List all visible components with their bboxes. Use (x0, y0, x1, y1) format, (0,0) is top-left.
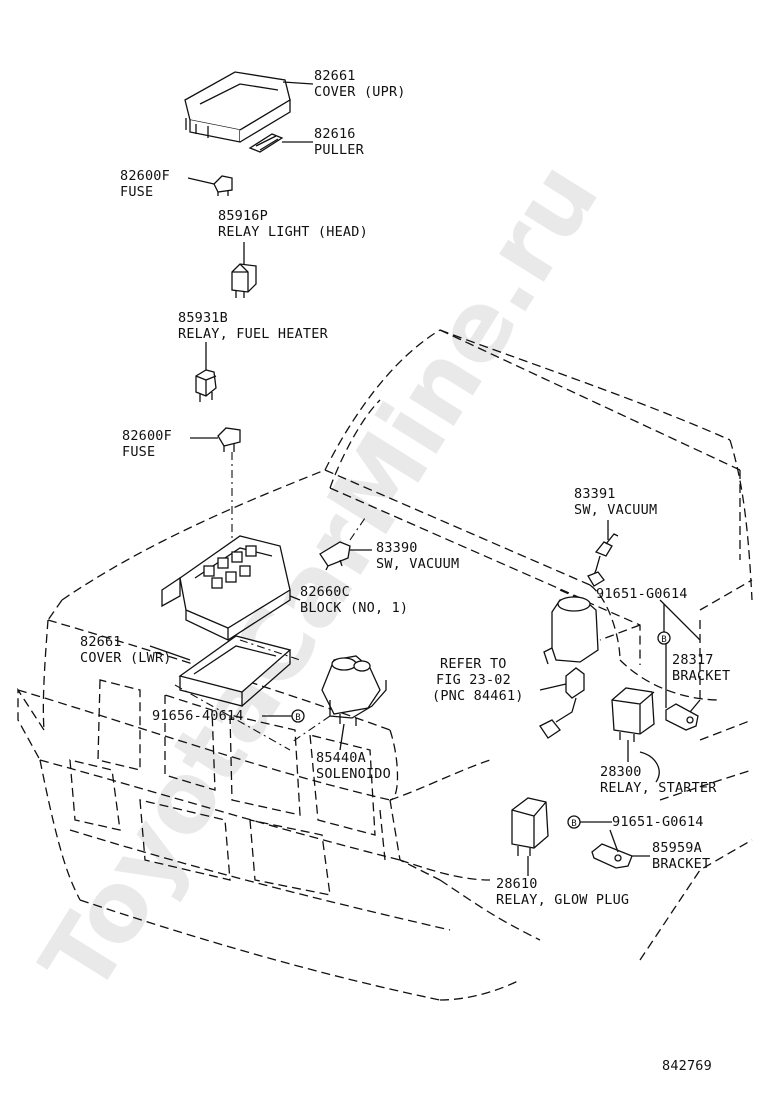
svg-text:B: B (661, 635, 667, 645)
svg-text:82661: 82661 (80, 634, 122, 650)
bolt-marker-91651-lower: B (567, 815, 581, 829)
svg-text:FIG 23-02: FIG 23-02 (436, 672, 511, 688)
label-reference: REFER TO FIG 23-02 (PNC 84461) (432, 656, 524, 704)
svg-text:BRACKET: BRACKET (652, 856, 710, 872)
relay-starter-drawing (611, 687, 655, 742)
svg-text:85440A: 85440A (316, 750, 366, 766)
svg-text:91651-G0614: 91651-G0614 (612, 814, 704, 830)
label-82661-upr: 82661 COVER (UPR) (314, 68, 406, 100)
relay-fuel-heater-drawing (195, 369, 217, 402)
relay-light-head-drawing (231, 263, 257, 298)
label-28300: 28300 RELAY, STARTER (600, 764, 717, 796)
svg-text:28300: 28300 (600, 764, 642, 780)
svg-text:28610: 28610 (496, 876, 538, 892)
bolt-marker-91651-upper: B (657, 631, 671, 645)
svg-text:(PNC 84461): (PNC 84461) (432, 688, 524, 704)
label-91651-upper: 91651-G0614 (596, 586, 688, 602)
relay-glow-plug-drawing (511, 797, 549, 856)
vacuum-switch-83390-drawing (319, 541, 351, 571)
puller-drawing (248, 133, 284, 153)
svg-text:FUSE: FUSE (122, 444, 155, 460)
svg-text:82600F: 82600F (120, 168, 170, 184)
label-82616: 82616 PULLER (314, 126, 365, 158)
vacuum-component-drawing (543, 596, 599, 665)
label-28610: 28610 RELAY, GLOW PLUG (496, 876, 629, 908)
svg-text:28317: 28317 (672, 652, 714, 668)
cover-lwr-drawing (178, 635, 292, 707)
label-82600f-lower: 82600F FUSE (122, 428, 172, 460)
figure-number: 842769 (662, 1058, 712, 1074)
svg-text:83390: 83390 (376, 540, 418, 556)
label-83390: 83390 SW, VACUUM (376, 540, 459, 572)
vacuum-switch-83391-drawing (587, 533, 619, 587)
fuse-lower-drawing (217, 427, 241, 452)
bracket-28317-drawing (665, 703, 699, 731)
svg-text:B: B (295, 713, 301, 723)
svg-text:82660C: 82660C (300, 584, 350, 600)
bolt-marker-91656: B (291, 709, 305, 723)
svg-text:83391: 83391 (574, 486, 616, 502)
svg-text:BRACKET: BRACKET (672, 668, 730, 684)
label-83391: 83391 SW, VACUUM (574, 486, 657, 518)
bracket-85959-drawing (591, 843, 633, 869)
label-91651-lower: 91651-G0614 (612, 814, 704, 830)
svg-text:B: B (571, 819, 577, 829)
svg-text:COVER (LWR): COVER (LWR) (80, 650, 172, 666)
svg-text:85916P: 85916P (218, 208, 268, 224)
label-82600f-top: 82600F FUSE (120, 168, 170, 200)
svg-text:PULLER: PULLER (314, 142, 365, 158)
svg-text:RELAY, FUEL HEATER: RELAY, FUEL HEATER (178, 326, 329, 342)
label-82661-lwr: 82661 COVER (LWR) (80, 634, 172, 666)
svg-text:RELAY, GLOW PLUG: RELAY, GLOW PLUG (496, 892, 629, 908)
reference-connector-drawing (539, 667, 585, 739)
label-85916p: 85916P RELAY LIGHT (HEAD) (218, 208, 368, 240)
svg-text:82600F: 82600F (122, 428, 172, 444)
svg-text:91651-G0614: 91651-G0614 (596, 586, 688, 602)
label-85440a: 85440A SOLENOIDO (316, 750, 391, 782)
junction-block-drawing (161, 535, 291, 642)
label-91656: 91656-40614 (152, 708, 244, 724)
svg-text:BLOCK (NO, 1): BLOCK (NO, 1) (300, 600, 408, 616)
label-85959a: 85959A BRACKET (652, 840, 710, 872)
solenoid-drawing (321, 655, 387, 726)
label-28317: 28317 BRACKET (672, 652, 730, 684)
label-85931b: 85931B RELAY, FUEL HEATER (178, 310, 329, 342)
svg-text:82616: 82616 (314, 126, 356, 142)
svg-text:RELAY LIGHT (HEAD): RELAY LIGHT (HEAD) (218, 224, 368, 240)
svg-text:SW, VACUUM: SW, VACUUM (376, 556, 459, 572)
svg-text:RELAY, STARTER: RELAY, STARTER (600, 780, 717, 796)
svg-text:COVER (UPR): COVER (UPR) (314, 84, 406, 100)
fuse-top-drawing (213, 175, 233, 196)
label-82660c: 82660C BLOCK (NO, 1) (300, 584, 408, 616)
svg-text:SW, VACUUM: SW, VACUUM (574, 502, 657, 518)
svg-text:85931B: 85931B (178, 310, 228, 326)
svg-text:85959A: 85959A (652, 840, 702, 856)
svg-text:91656-40614: 91656-40614 (152, 708, 244, 724)
svg-text:SOLENOIDO: SOLENOIDO (316, 766, 391, 782)
svg-text:REFER TO: REFER TO (440, 656, 507, 672)
svg-text:82661: 82661 (314, 68, 356, 84)
svg-text:FUSE: FUSE (120, 184, 153, 200)
cover-upr-drawing (184, 71, 291, 143)
